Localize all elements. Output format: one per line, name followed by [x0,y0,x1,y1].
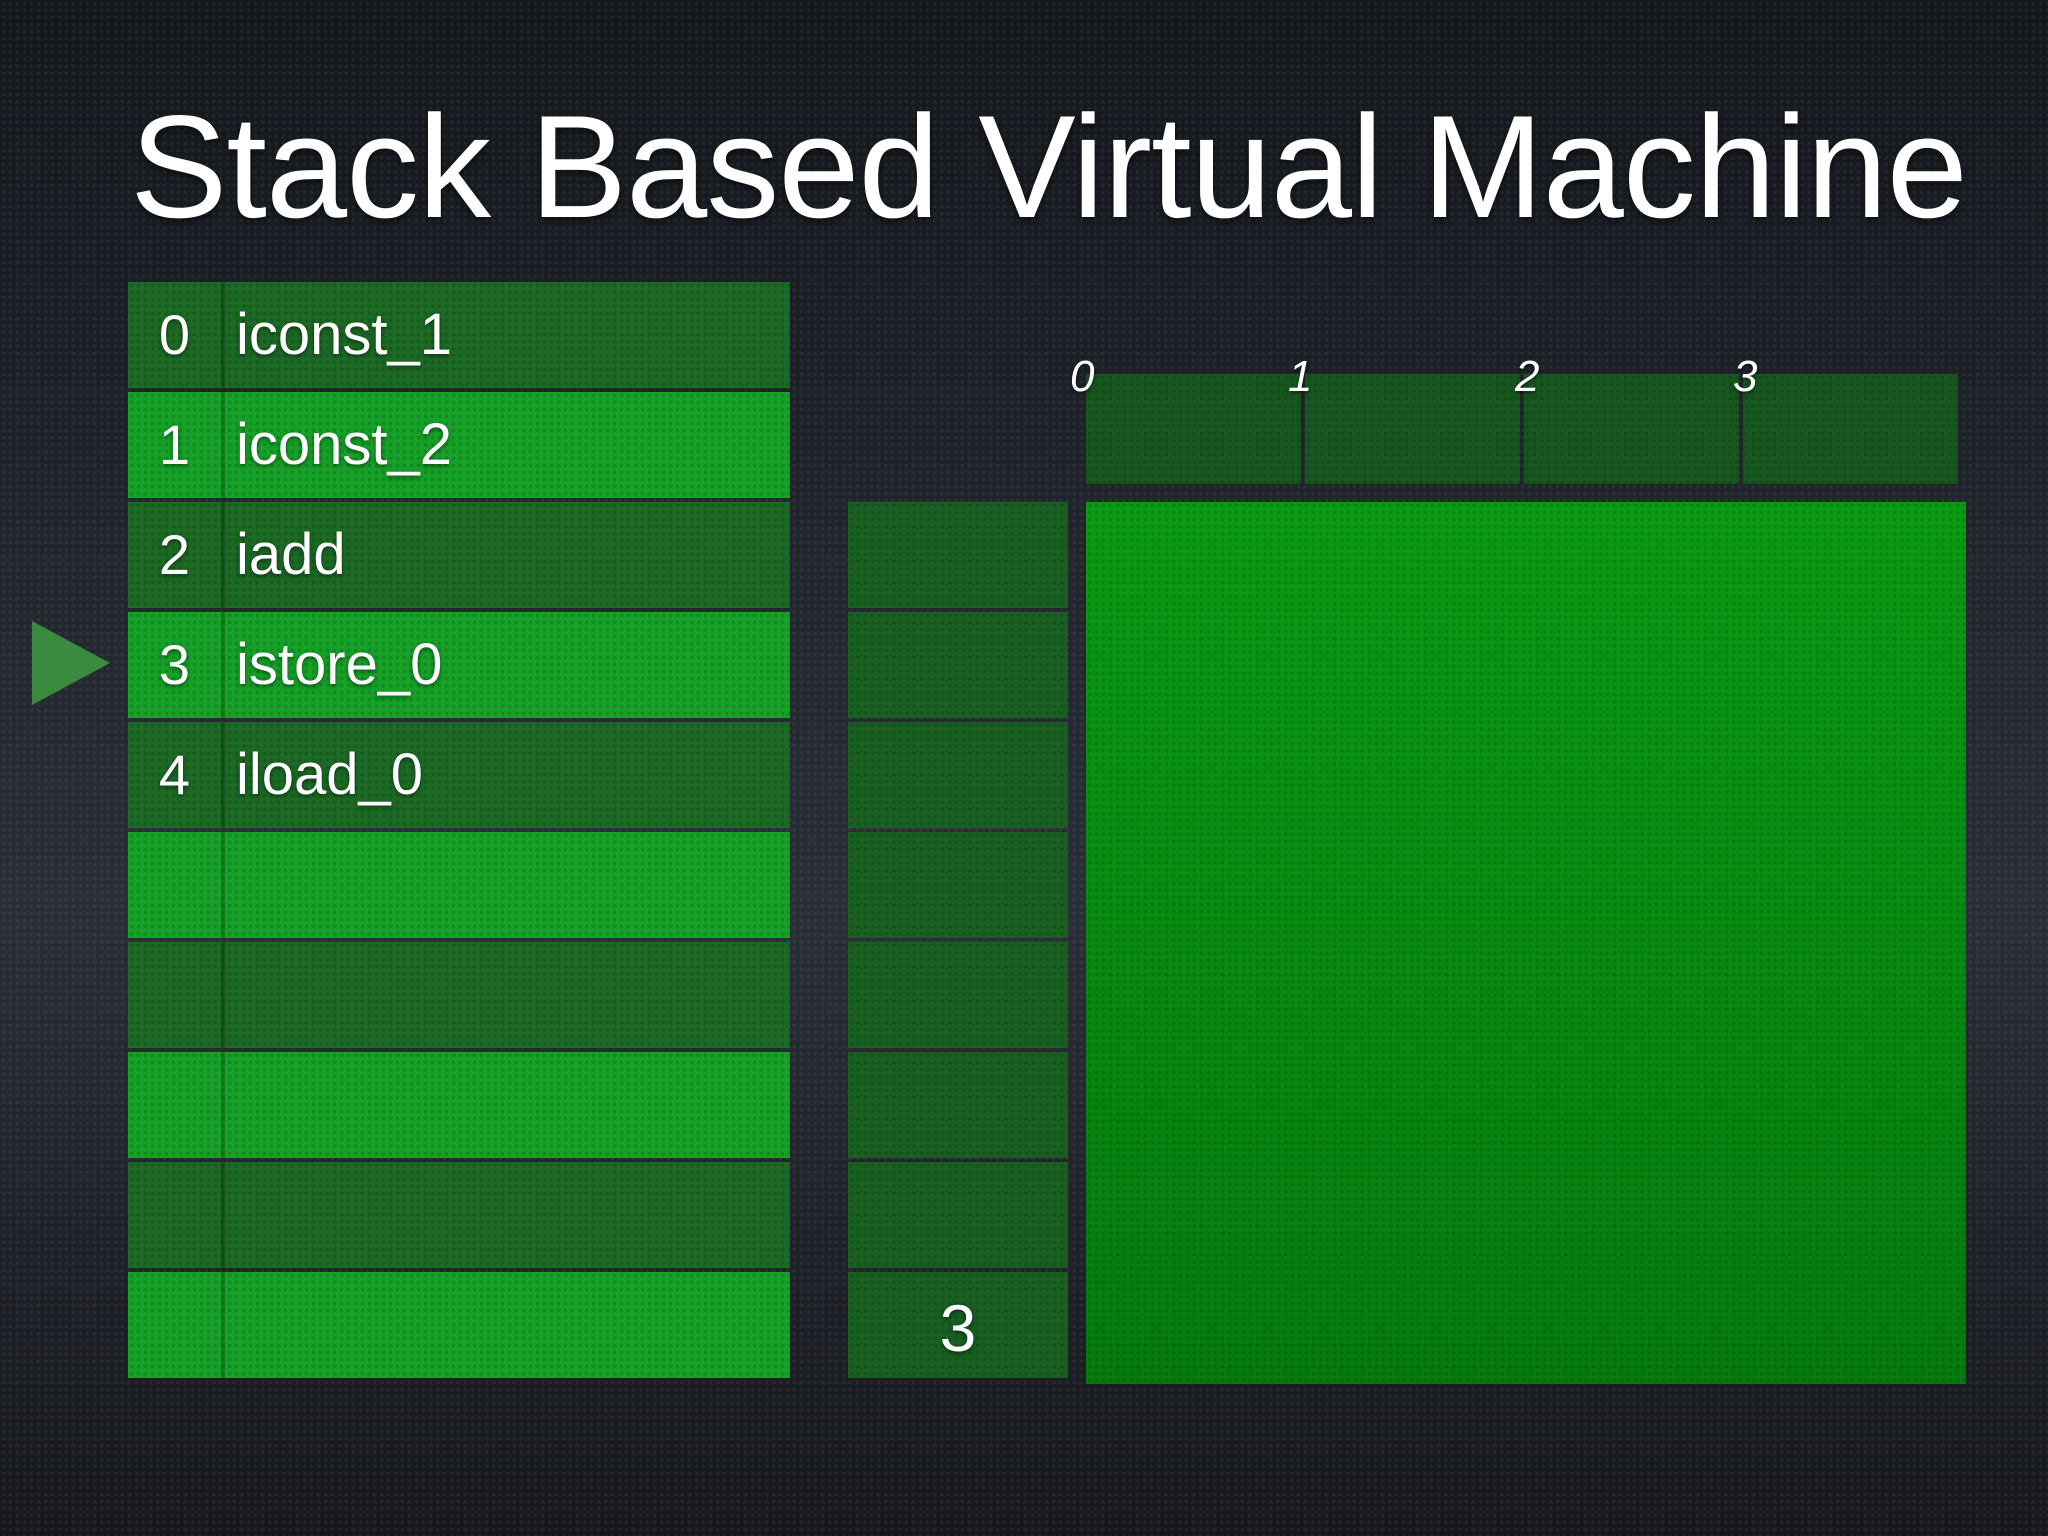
instruction-index [128,942,221,1048]
program-row-7 [128,1052,790,1158]
local-variable-index: 3 [1733,352,1758,401]
local-variable-slot-2 [1524,374,1739,484]
program-listing: 0 iconst_1 1 iconst_2 2 iadd 3 istore_0 … [128,282,790,1384]
stack-slot [848,1052,1068,1158]
cell-divider [221,1162,225,1268]
local-variable-slot-0 [1086,374,1301,484]
stack-slot [848,1162,1068,1268]
instruction-text: iload_0 [236,742,424,807]
instruction-index [128,1272,221,1378]
instruction-text: iadd [236,522,346,587]
instruction-index: 4 [158,743,191,806]
instruction-index [128,1162,221,1268]
cell-divider [221,612,225,718]
cell-divider [221,392,225,498]
cell-divider [221,942,225,1048]
instruction-text: iconst_1 [236,302,453,367]
play-triangle-icon [32,621,110,705]
instruction-index: 3 [158,633,191,696]
program-row-8 [128,1162,790,1268]
program-row-0: 0 iconst_1 [128,282,790,388]
cell-divider [221,282,225,388]
cell-divider [221,1272,225,1378]
operand-stack: 3 [848,502,1068,1384]
cell-divider [221,1052,225,1158]
instruction-index [128,832,221,938]
instruction-index: 2 [158,523,191,586]
program-row-2: 2 iadd [128,502,790,608]
instruction-text: iconst_2 [236,412,453,477]
instruction-index: 0 [158,303,191,366]
stack-slot [848,832,1068,938]
program-row-5 [128,832,790,938]
cell-divider [221,832,225,938]
cell-divider [221,502,225,608]
instruction-index: 1 [158,413,191,476]
instruction-index [128,1052,221,1158]
stack-slot-top: 3 [848,1272,1068,1378]
local-variable-index: 2 [1515,352,1540,401]
stack-slot [848,612,1068,718]
stack-slot [848,722,1068,828]
heap-area [1086,502,1966,1384]
stack-slot [848,502,1068,608]
instruction-text: istore_0 [236,632,443,697]
program-row-1: 1 iconst_2 [128,392,790,498]
program-row-3: 3 istore_0 [128,612,790,718]
cell-divider [221,722,225,828]
local-variable-slot-3 [1743,374,1958,484]
program-row-6 [128,942,790,1048]
local-variable-index: 0 [1070,352,1095,401]
local-variable-slot-1 [1305,374,1520,484]
program-row-9 [128,1272,790,1378]
slide-title: Stack Based Virtual Machine [130,85,1968,248]
stack-slot [848,942,1068,1048]
local-variable-index: 1 [1288,352,1313,401]
program-row-4: 4 iload_0 [128,722,790,828]
